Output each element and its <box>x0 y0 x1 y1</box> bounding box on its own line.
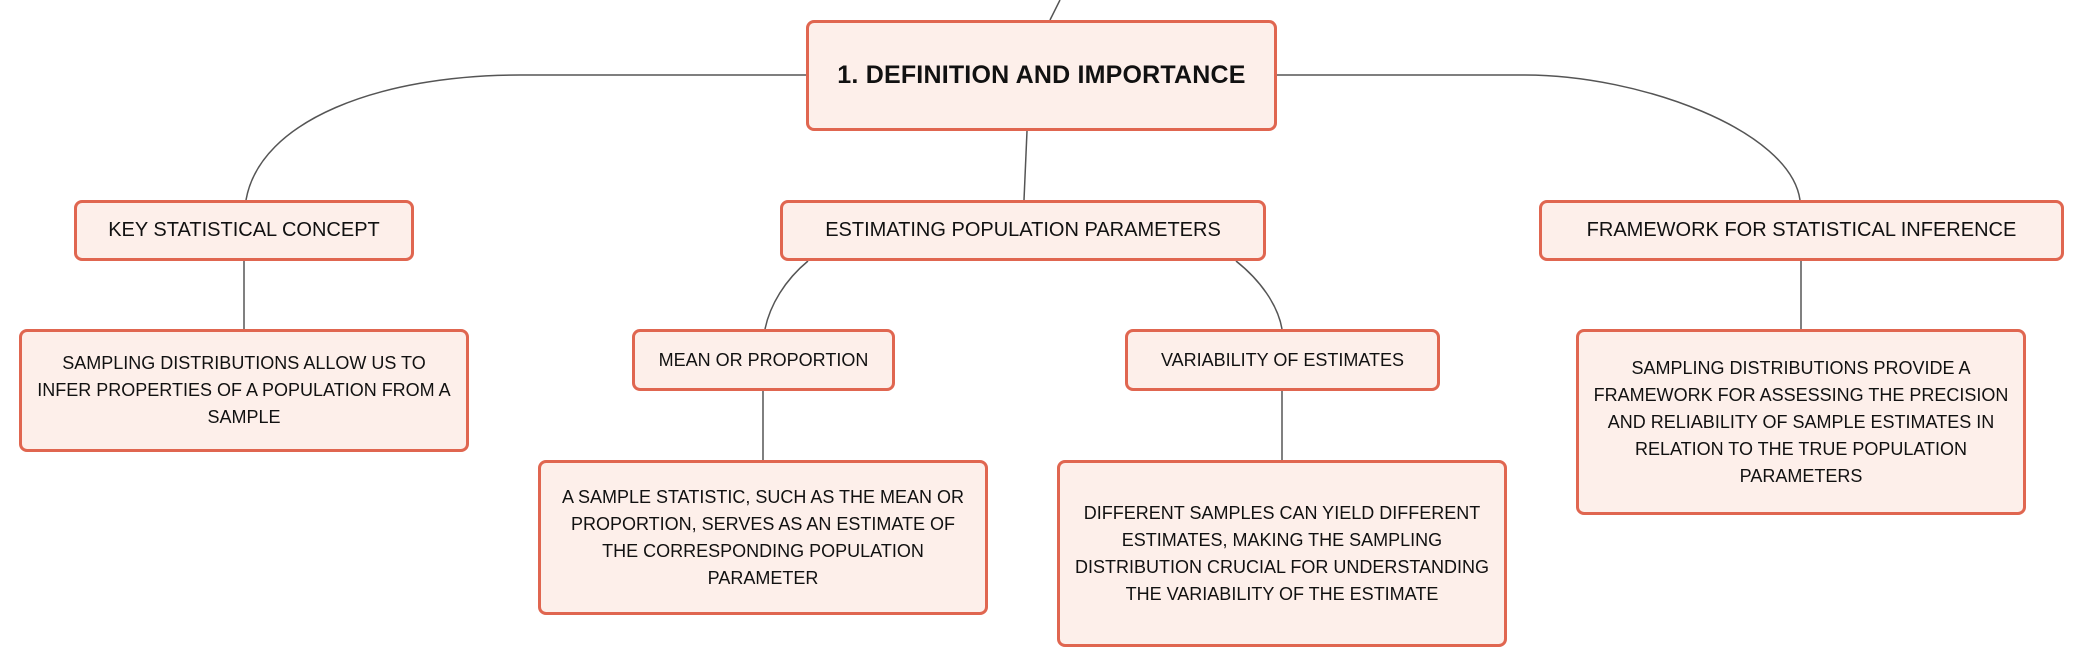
connector-estimating-to-variability <box>1235 260 1283 330</box>
detail-node-text: SAMPLING DISTRIBUTIONS ALLOW US TO INFER… <box>37 353 451 427</box>
detail-node-variability[interactable]: DIFFERENT SAMPLES CAN YIELD DIFFERENT ES… <box>1057 460 1507 647</box>
branch-node-estimating[interactable]: ESTIMATING POPULATION PARAMETERS <box>780 200 1266 261</box>
root-node[interactable]: 1. DEFINITION AND IMPORTANCE <box>806 20 1277 131</box>
branch-node-framework[interactable]: FRAMEWORK FOR STATISTICAL INFERENCE <box>1539 200 2064 261</box>
connector-estimating-to-mean <box>764 260 809 330</box>
detail-node-key-concept[interactable]: SAMPLING DISTRIBUTIONS ALLOW US TO INFER… <box>19 329 469 452</box>
sub-node-variability[interactable]: VARIABILITY OF ESTIMATES <box>1125 329 1440 391</box>
detail-node-text: SAMPLING DISTRIBUTIONS PROVIDE A FRAMEWO… <box>1593 357 2009 486</box>
connector-parent-to-root <box>1049 0 1061 21</box>
detail-node-framework[interactable]: SAMPLING DISTRIBUTIONS PROVIDE A FRAMEWO… <box>1576 329 2026 515</box>
detail-node-text: A SAMPLE STATISTIC, SUCH AS THE MEAN OR … <box>561 486 965 588</box>
root-node-label: 1. DEFINITION AND IMPORTANCE <box>837 61 1246 89</box>
branch-node-label: ESTIMATING POPULATION PARAMETERS <box>825 219 1221 241</box>
branch-node-label: KEY STATISTICAL CONCEPT <box>108 219 380 241</box>
connector-root-to-key-concept <box>245 74 806 201</box>
detail-node-text: DIFFERENT SAMPLES CAN YIELD DIFFERENT ES… <box>1074 502 1490 604</box>
detail-node-mean[interactable]: A SAMPLE STATISTIC, SUCH AS THE MEAN OR … <box>538 460 988 615</box>
connector-root-to-framework <box>1277 74 1801 201</box>
branch-node-key-concept[interactable]: KEY STATISTICAL CONCEPT <box>74 200 414 261</box>
connector-root-to-estimating <box>1023 130 1028 201</box>
sub-node-label: MEAN OR PROPORTION <box>658 349 869 370</box>
sub-node-label: VARIABILITY OF ESTIMATES <box>1160 349 1405 370</box>
branch-node-label: FRAMEWORK FOR STATISTICAL INFERENCE <box>1586 219 2017 241</box>
sub-node-mean[interactable]: MEAN OR PROPORTION <box>632 329 895 391</box>
